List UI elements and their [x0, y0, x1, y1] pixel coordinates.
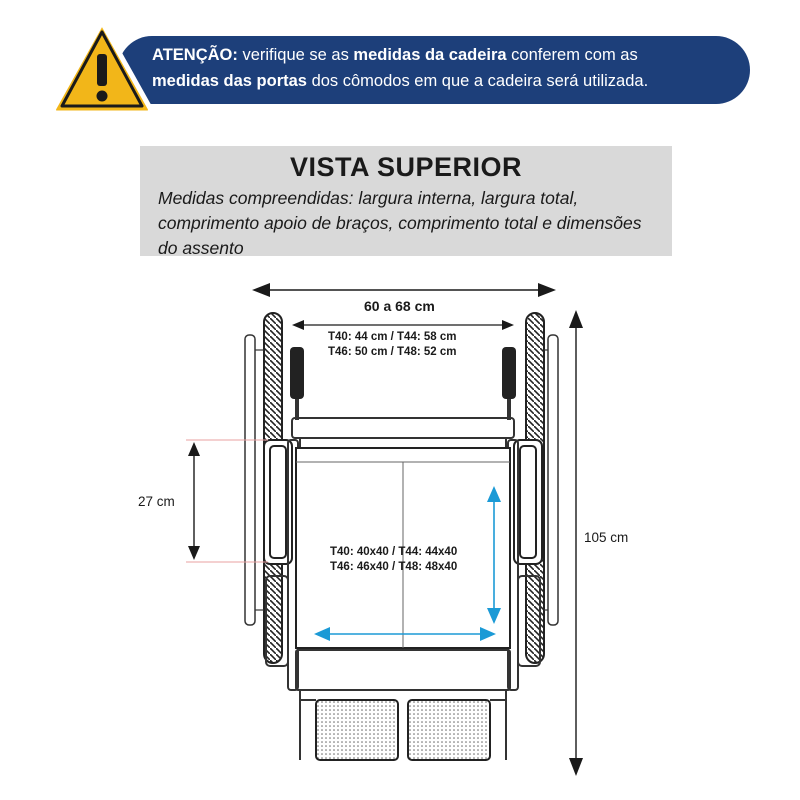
- warning-banner: ATENÇÃO: verifique se as medidas da cade…: [118, 36, 750, 104]
- view-title: VISTA SUPERIOR: [289, 152, 523, 182]
- warning-label: ATENÇÃO:: [152, 46, 238, 64]
- internal-width-label-2: T46: 50 cm / T48: 52 cm: [328, 346, 457, 358]
- push-handles: [290, 347, 516, 420]
- warning-text-part: dos cômodos em que a cadeira será utiliz…: [306, 72, 649, 90]
- seat-dimension-arrows: [314, 486, 501, 641]
- internal-width-dimension: [292, 320, 514, 330]
- total-width-label: 60 a 68 cm: [364, 298, 435, 314]
- internal-width-label-1: T40: 44 cm / T44: 58 cm: [328, 331, 457, 343]
- warning-strong-chair: medidas da cadeira: [353, 46, 507, 64]
- warning-line-2: medidas das portas dos cômodos em que a …: [152, 68, 732, 94]
- armrest-length-dimension: [186, 439, 268, 563]
- armrests: [263, 439, 543, 565]
- warning-text-part: verifique se as: [237, 46, 354, 64]
- total-width-dimension: [252, 283, 556, 297]
- warning-strong-doors: medidas das portas: [152, 72, 307, 90]
- total-length-dimension: [569, 310, 583, 776]
- view-subtitle: Medidas compreendidas: largura interna, …: [158, 188, 642, 258]
- total-length-label: 105 cm: [584, 530, 629, 545]
- armrest-length-label: 27 cm: [138, 494, 175, 509]
- warning-text-part: conferem com as: [506, 46, 638, 64]
- seat: [295, 447, 511, 649]
- view-header: VISTA SUPERIOR Medidas compreendidas: la…: [140, 146, 672, 258]
- footrests: [300, 699, 506, 761]
- seat-size-label-2: T46: 46x40 / T48: 48x40: [330, 561, 458, 573]
- warning-triangle-icon: [51, 19, 153, 116]
- warning-line-1: ATENÇÃO: verifique se as medidas da cade…: [152, 42, 732, 68]
- seat-size-label-1: T40: 40x40 / T44: 44x40: [330, 546, 458, 558]
